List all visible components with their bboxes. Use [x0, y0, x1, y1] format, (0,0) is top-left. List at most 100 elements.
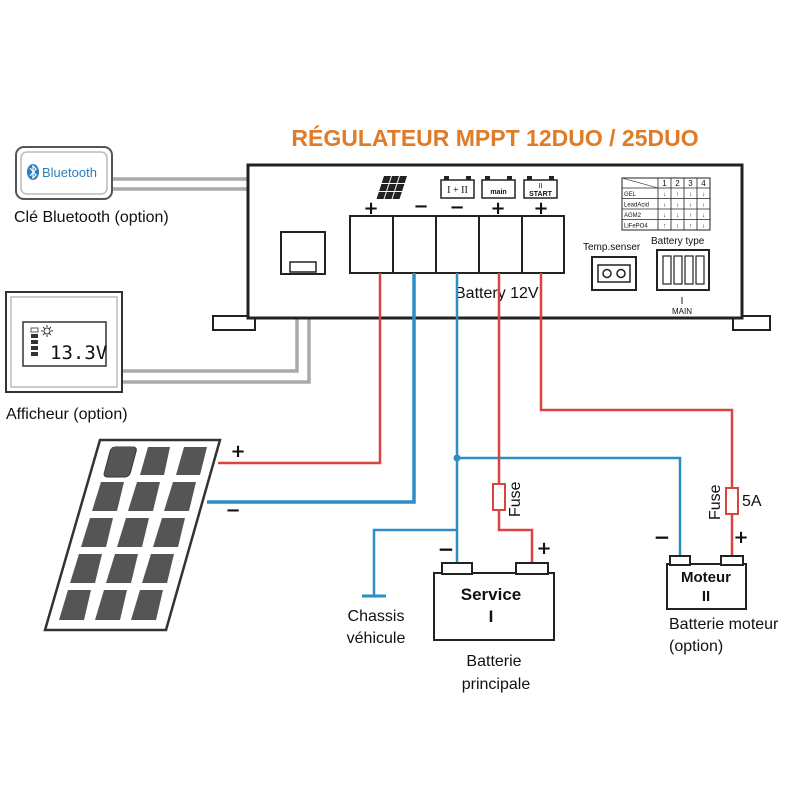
wires: [207, 273, 734, 598]
battery-type-cell: ↓: [702, 224, 705, 230]
bluetooth-logo-text: Bluetooth: [42, 165, 97, 180]
service-caption-line1: Batterie: [466, 653, 521, 670]
battery-type-cell: ↑: [663, 224, 666, 230]
solar-cell: [164, 482, 196, 511]
main-plus-symbol: +: [490, 198, 505, 219]
engine-caption-line1: Batterie moteur: [669, 616, 779, 633]
temp-sensor-pin-1: [602, 268, 612, 279]
sun-rays: [41, 325, 53, 337]
regulator-mount-left: [212, 315, 256, 331]
solar-cell: [140, 447, 170, 475]
solar-cell: [142, 554, 174, 583]
service-battery: Service I: [433, 562, 555, 641]
battery-type-row-label: LeadAcid: [624, 203, 649, 209]
service-caption-line2: principale: [462, 676, 531, 693]
battery-type-cell: ↑: [676, 192, 679, 198]
diagram-title: RÉGULATEUR MPPT 12DUO / 25DUO: [291, 124, 698, 151]
service-minus-label: −: [438, 537, 455, 561]
solar-cell: [70, 554, 102, 583]
solar-cell: [81, 518, 113, 547]
engine-caption-line2: (option): [669, 638, 723, 655]
solar-cell: [153, 518, 185, 547]
solar-cell: [59, 590, 91, 620]
solar-cell: [92, 482, 124, 511]
service-battery-roman: I: [489, 607, 494, 626]
solar-plus-label: +: [230, 441, 245, 462]
engine-terminal-pos: [720, 555, 744, 566]
mppt-regulator: I + II main II START + − − + + Battery 1…: [212, 163, 771, 331]
bluetooth-caption: Clé Bluetooth (option): [14, 209, 169, 226]
solar-cell: [176, 447, 207, 475]
solar-negative-wire: [207, 273, 416, 504]
solar-minus-symbol: −: [413, 196, 428, 217]
temp-sensor-label: Temp.senser: [583, 242, 641, 253]
main-switch-roman: I: [681, 296, 684, 307]
display-caption: Afficheur (option): [6, 406, 128, 423]
solar-positive-wire: [218, 273, 382, 465]
engine-battery-roman: II: [702, 588, 710, 605]
battery-type-col-1: 1: [662, 179, 667, 188]
battery-type-cell: ↓: [702, 192, 705, 198]
battery-12v-label: Battery 12V: [455, 285, 539, 302]
solar-plus-symbol: +: [363, 198, 378, 219]
main-switch-label: MAIN: [672, 307, 692, 316]
solar-cell: [117, 518, 149, 547]
battery-1-2-icon: I + II: [440, 176, 475, 199]
service-plus-label: +: [536, 538, 551, 559]
battery-type-cell: ↓: [676, 213, 679, 219]
solar-cell: [106, 554, 138, 583]
main-positive-to-service: [497, 510, 534, 562]
solar-cell: [131, 590, 163, 620]
engine-minus-label: −: [654, 525, 671, 549]
engine-battery-name: Moteur: [681, 569, 731, 586]
battery-type-col-4: 4: [701, 179, 706, 188]
solar-cell-grid: [59, 447, 207, 620]
battery-start-icon: II START: [523, 176, 558, 199]
service-terminal-neg: [441, 562, 473, 575]
solar-cell: [95, 590, 127, 620]
engine-fuse-label: Fuse: [707, 484, 724, 520]
chassis-label-line2: véhicule: [347, 630, 406, 647]
battery-type-row-label: AGM2: [624, 213, 642, 219]
solar-cell: [104, 447, 134, 475]
sun-icon: [43, 327, 51, 335]
battery-type-cell: ↓: [663, 213, 666, 219]
negative-symbol: −: [449, 197, 464, 218]
bluetooth-key: Bluetooth: [15, 146, 113, 200]
temp-sensor-pin-2: [616, 268, 626, 279]
engine-fuse-rating: 5A: [742, 493, 762, 510]
battery-type-dip-switch[interactable]: [656, 249, 710, 291]
service-fuse-label: Fuse: [507, 481, 524, 517]
battery-start-roman: II: [539, 183, 543, 190]
battery-main-label: main: [490, 189, 506, 196]
battery-type-table: 1 2 3 4 GEL ↓ ↑ ↓ ↓ LeadAcid ↓ ↓ ↓ ↓ AGM…: [621, 177, 711, 231]
battery-level-icon: [30, 327, 39, 356]
solar-cell: [128, 482, 160, 511]
battery-type-row-label: LiFePO4: [624, 224, 648, 230]
battery-type-cell: ↓: [702, 213, 705, 219]
battery-start-label: START: [529, 191, 553, 198]
engine-battery: Moteur II: [666, 555, 747, 610]
battery-type-cell: ↓: [689, 192, 692, 198]
display-port-socket: [289, 261, 317, 273]
display-reading: 13.3V: [50, 342, 107, 364]
battery-type-row-label: GEL: [624, 192, 637, 198]
start-plus-symbol: +: [533, 198, 548, 219]
battery-type-cell: ↓: [676, 203, 679, 209]
service-battery-name: Service: [461, 585, 522, 604]
battery-main-icon: main: [481, 176, 516, 199]
battery-type-cell: ↓: [663, 203, 666, 209]
battery-type-cell: ↓: [676, 224, 679, 230]
service-fuse: [492, 483, 506, 511]
chassis-label-line1: Chassis: [348, 608, 405, 625]
display-accessory: 13.3V: [5, 291, 123, 393]
engine-terminal-neg: [669, 555, 691, 566]
solar-input-icon: [376, 176, 407, 199]
battery-type-cell: ↓: [663, 192, 666, 198]
battery-type-cell: ↑: [689, 224, 692, 230]
terminal-block: [349, 215, 565, 274]
bluetooth-rune: [29, 164, 37, 180]
service-terminal-pos: [515, 562, 549, 575]
solar-minus-label: −: [225, 500, 240, 521]
engine-plus-label: +: [733, 527, 748, 548]
